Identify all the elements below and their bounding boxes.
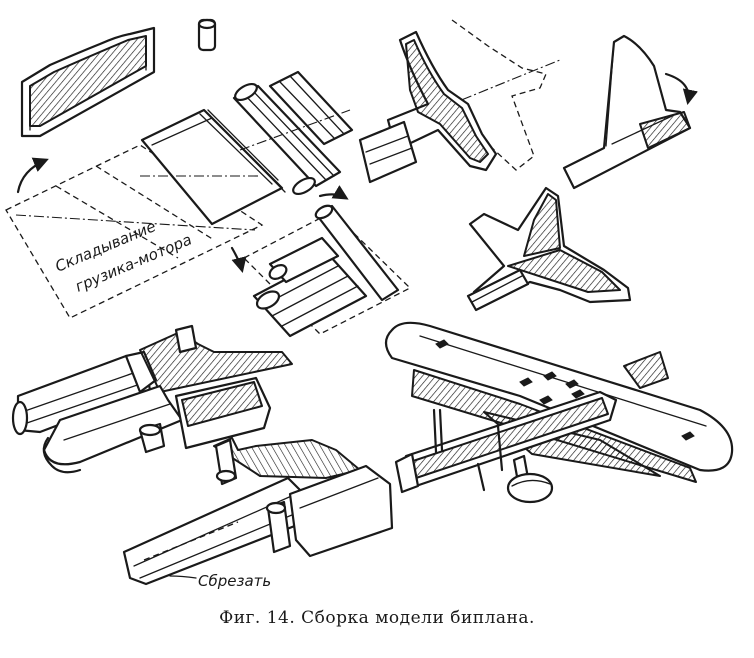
tail-assembly (466, 186, 632, 312)
fold-arrow-left (16, 157, 49, 194)
motor-weight-roll (242, 204, 412, 338)
figure-caption: Фиг. 14. Сборка модели биплана. (219, 608, 535, 628)
fuselage-assembly-upper (11, 324, 293, 474)
fold-sheet-dashed (5, 144, 264, 319)
biplane-assembly-diagram: Складывание грузика-мотора (5, 18, 734, 590)
rolled-strip-top (232, 70, 354, 196)
fold-arrow-mid (230, 246, 247, 273)
small-pin-piece (197, 18, 217, 52)
fold-arrow-top (318, 185, 349, 200)
fuselage-assembly-lower: Сбрезать (122, 437, 394, 590)
folded-panel (140, 108, 286, 226)
assembled-biplane (384, 321, 734, 504)
cut-label: Сбрезать (198, 572, 271, 590)
fin-fold-arrow (664, 72, 698, 106)
fin-piece (562, 34, 692, 190)
weight-frame-piece (20, 26, 156, 138)
fold-label: Складывание грузика-мотора (53, 217, 195, 296)
tail-template (358, 19, 561, 184)
